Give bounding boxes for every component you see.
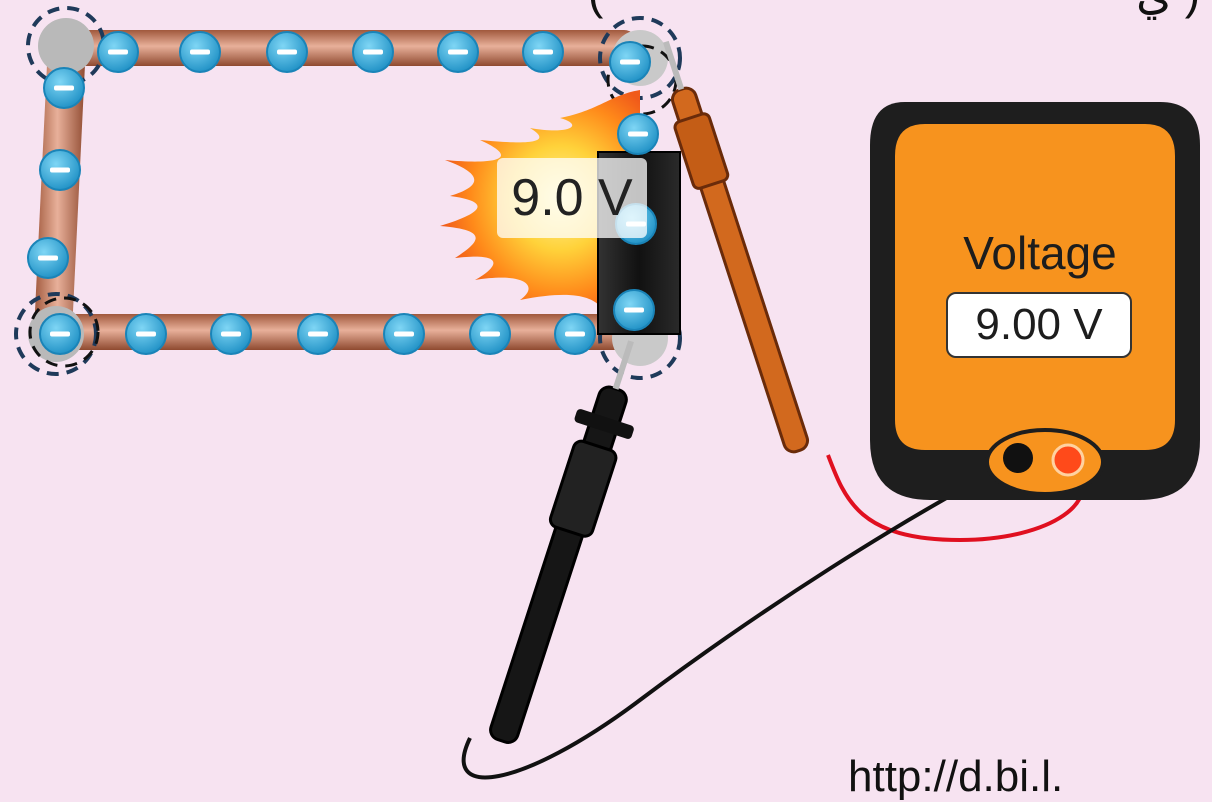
electron-icon — [27, 237, 69, 279]
battery-voltage-label: 9.0 V — [497, 158, 647, 238]
footer-url: http://d.bi.l. — [848, 752, 1064, 801]
electron-icon — [97, 31, 139, 73]
voltmeter-readout: 9.00 V — [946, 292, 1132, 358]
electron-icon — [437, 31, 479, 73]
meter-red-jack[interactable] — [1051, 443, 1085, 477]
electron-icon — [39, 313, 81, 355]
electron-icon — [613, 289, 655, 331]
voltmeter-title: Voltage — [963, 227, 1117, 279]
electron-icon — [522, 31, 564, 73]
electron-icon — [609, 41, 651, 83]
electron-icon — [125, 313, 167, 355]
meter-black-jack[interactable] — [1003, 443, 1033, 473]
electron-icon — [297, 313, 339, 355]
electron-icon — [469, 313, 511, 355]
electron-icon — [554, 313, 596, 355]
electron-icon — [179, 31, 221, 73]
probe-black-icon[interactable] — [473, 332, 660, 750]
electron-icon — [43, 67, 85, 109]
electron-icon — [210, 313, 252, 355]
electron-icon — [617, 113, 659, 155]
electron-icon — [39, 149, 81, 191]
electron-icon — [383, 313, 425, 355]
electrons — [27, 31, 659, 355]
top-partial-text-right: ي ) — [1136, 0, 1200, 20]
electron-icon — [266, 31, 308, 73]
probe-red-icon[interactable] — [649, 36, 816, 456]
black-lead-wire — [461, 456, 1021, 780]
electron-icon — [352, 31, 394, 73]
top-partial-text-left: ( — [588, 0, 603, 20]
